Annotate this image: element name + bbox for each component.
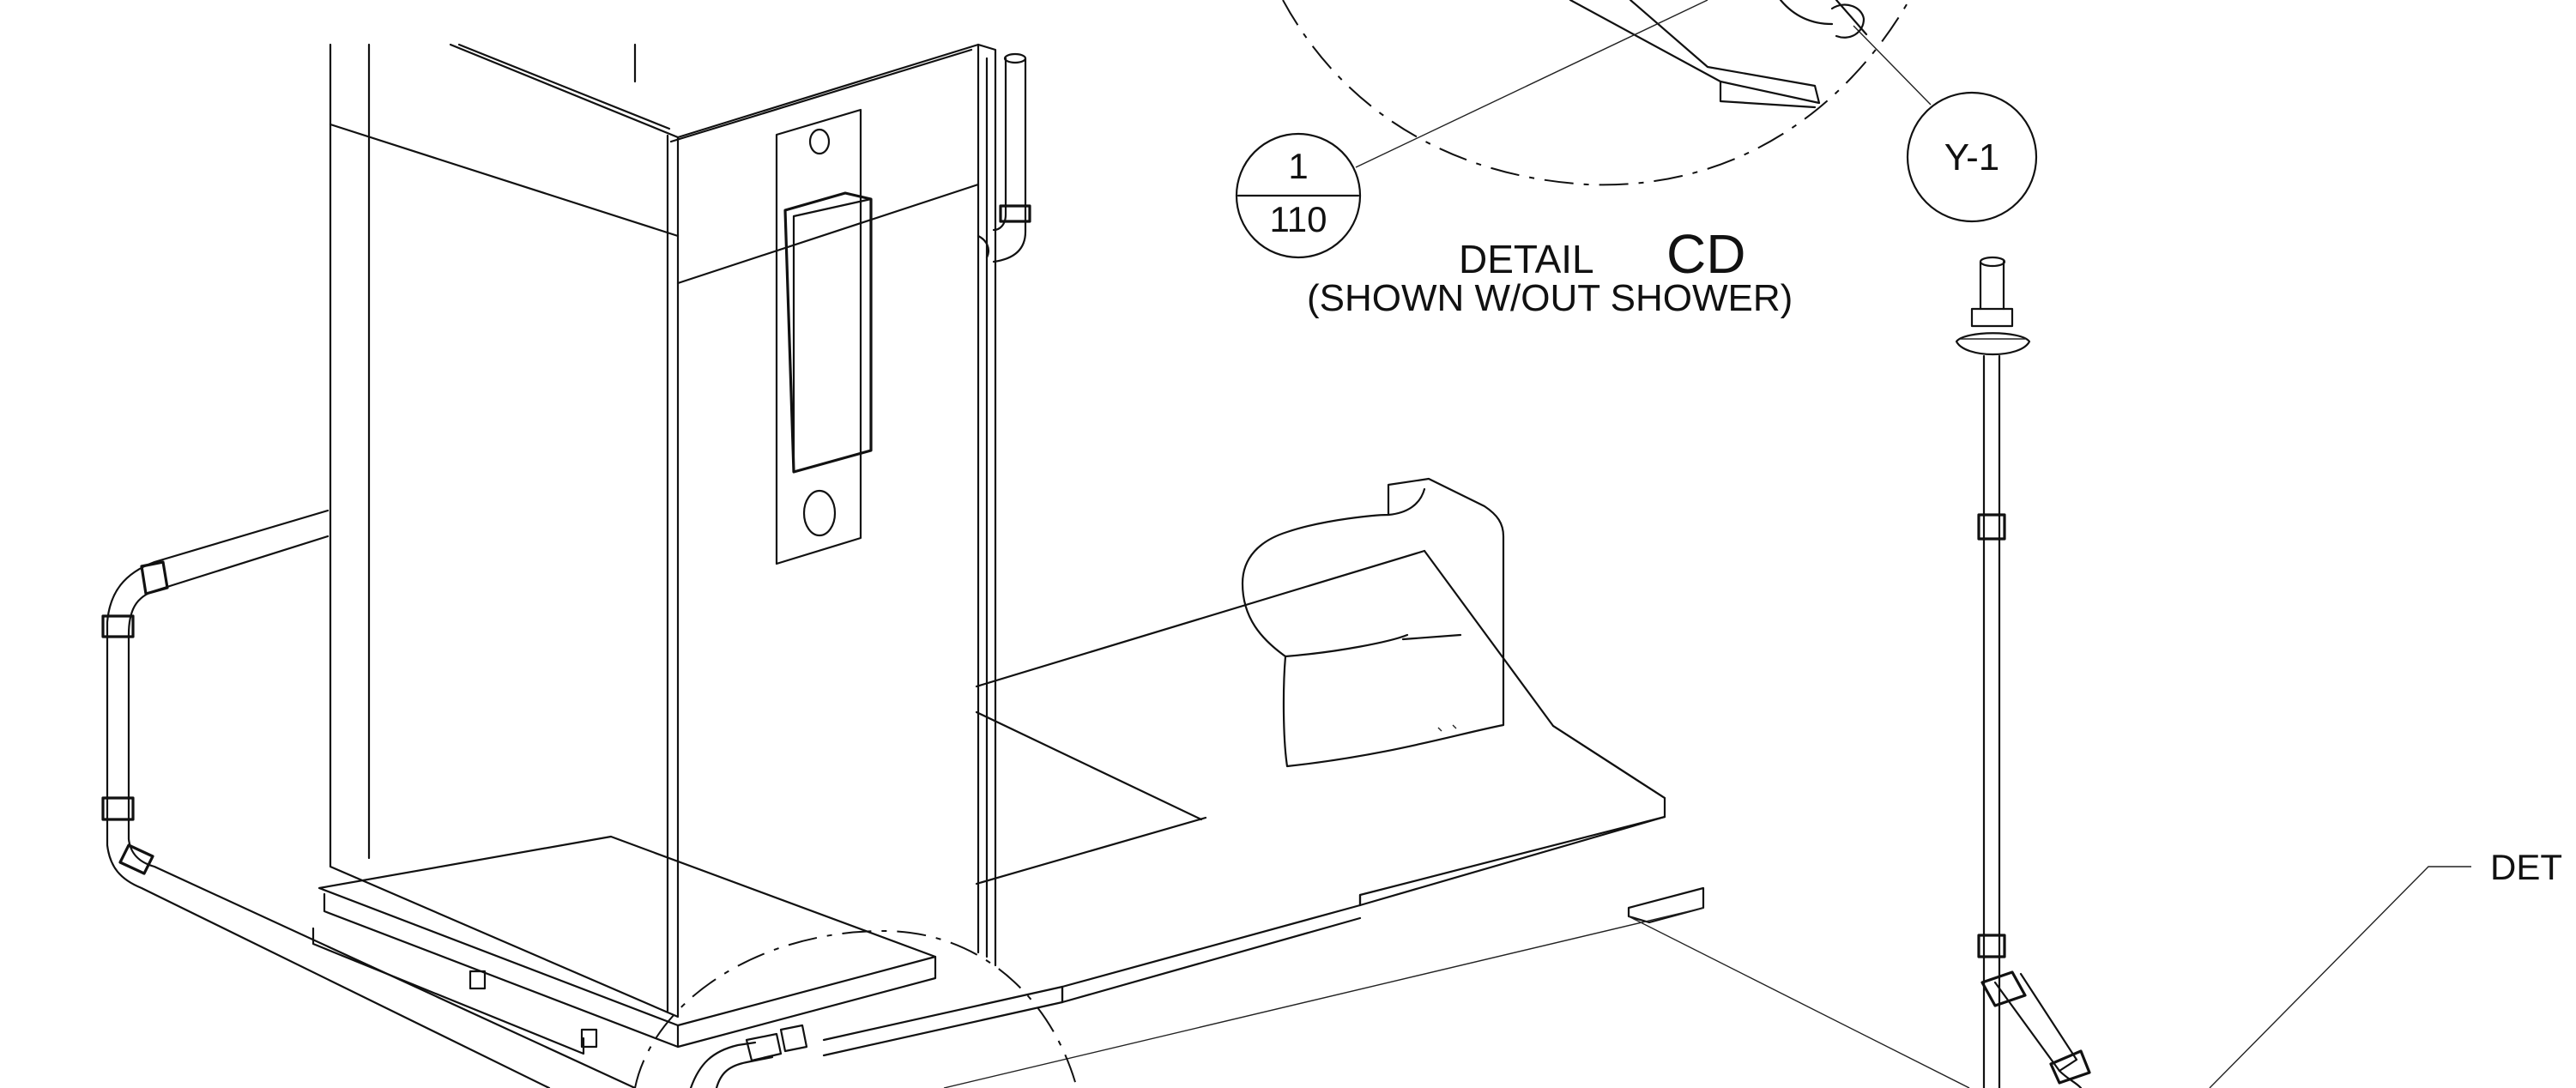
- access-door-panel: [775, 108, 873, 565]
- section-callout-number: 1: [1288, 146, 1308, 186]
- detail-cd-inner-fixture: [1569, 0, 1868, 109]
- detail-title-code: CD: [1666, 223, 1745, 285]
- detail-title: DETAIL CD (SHOWN W/OUT SHOWER): [1307, 223, 1793, 319]
- lower-detail-circle: [634, 929, 1078, 1088]
- section-callout: 1 110: [1235, 0, 1708, 259]
- section-callout-sheet: 110: [1270, 199, 1327, 239]
- water-closet-fixture: [1241, 477, 1505, 768]
- detail-cd-circle: [1282, 0, 1910, 186]
- floor-platform: [822, 549, 1970, 1088]
- chase-base: [311, 835, 937, 1055]
- vent-stack: [1955, 256, 2091, 1088]
- detail-title-note: (SHOWN W/OUT SHOWER): [1307, 277, 1793, 319]
- detail-reference-label: DET: [2490, 847, 2562, 887]
- horizontal-drain-pipe: [101, 509, 637, 1088]
- equipment-tag-label: Y-1: [1944, 136, 1999, 178]
- vent-pipe-wall: [977, 52, 1031, 263]
- wall-chase-panel: [329, 43, 997, 1018]
- equipment-tag-callout: Y-1: [1853, 25, 2038, 223]
- detail-title-prefix: DETAIL: [1459, 237, 1594, 281]
- detail-reference-leader: DET: [2209, 847, 2562, 1088]
